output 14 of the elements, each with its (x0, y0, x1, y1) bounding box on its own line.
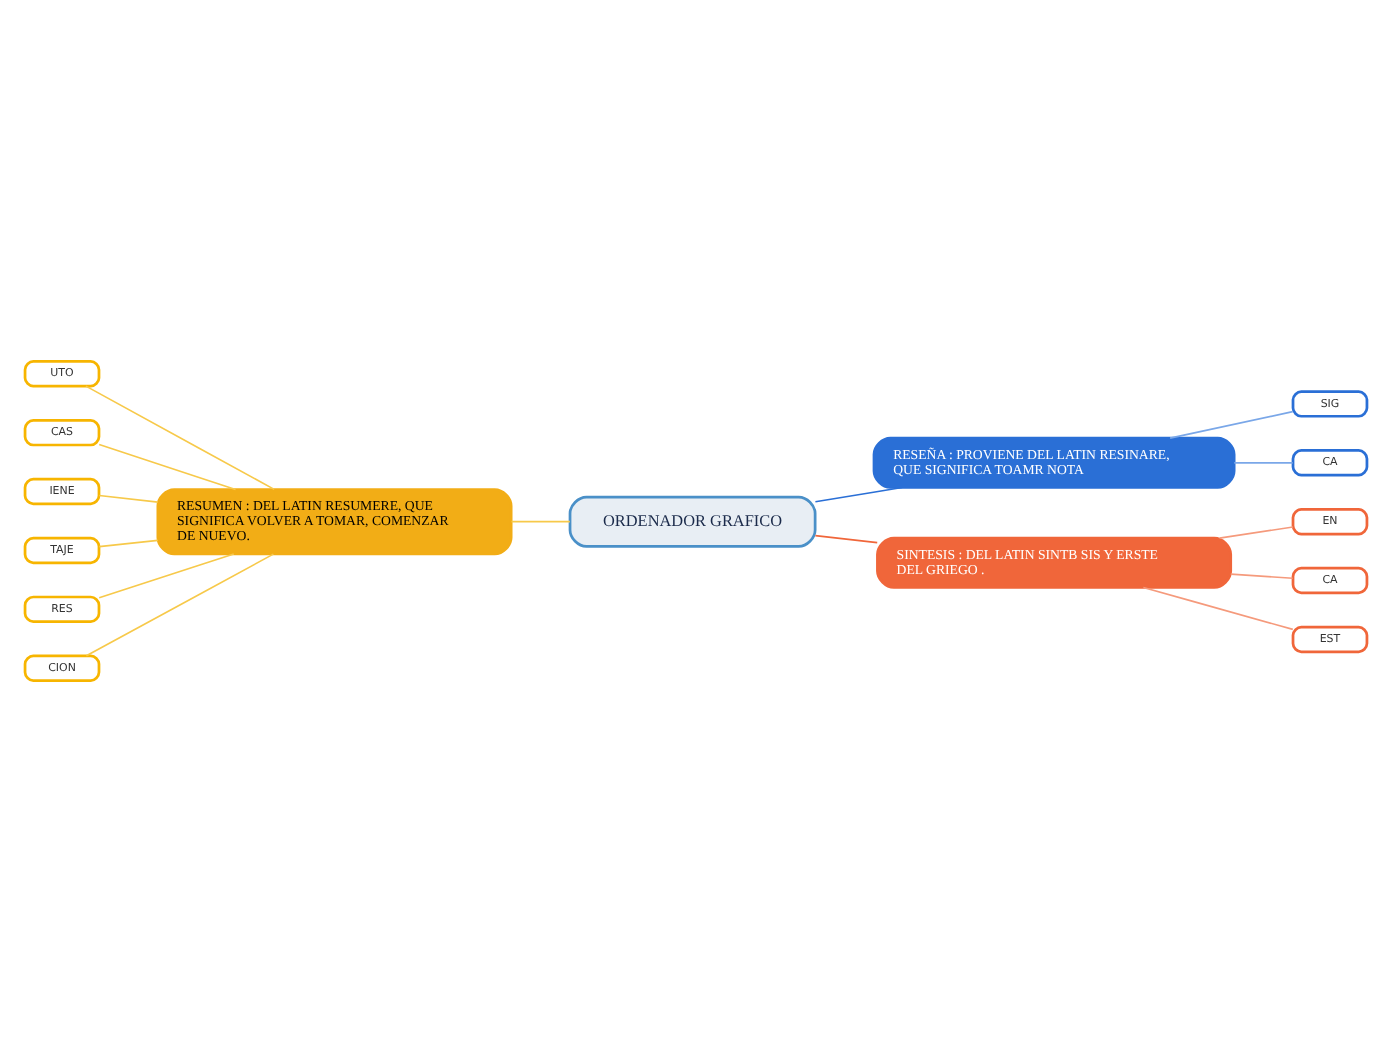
connector (98, 538, 159, 547)
connector (1218, 525, 1294, 538)
connector (98, 493, 159, 502)
connector (1142, 585, 1294, 630)
connector (85, 552, 275, 656)
connector (1229, 572, 1294, 579)
connector (814, 485, 903, 502)
connector (1233, 461, 1294, 463)
connector (510, 519, 571, 522)
connector (98, 552, 235, 598)
connector (1169, 409, 1294, 438)
connector (814, 533, 879, 543)
connector (98, 442, 237, 490)
connector (85, 384, 276, 490)
